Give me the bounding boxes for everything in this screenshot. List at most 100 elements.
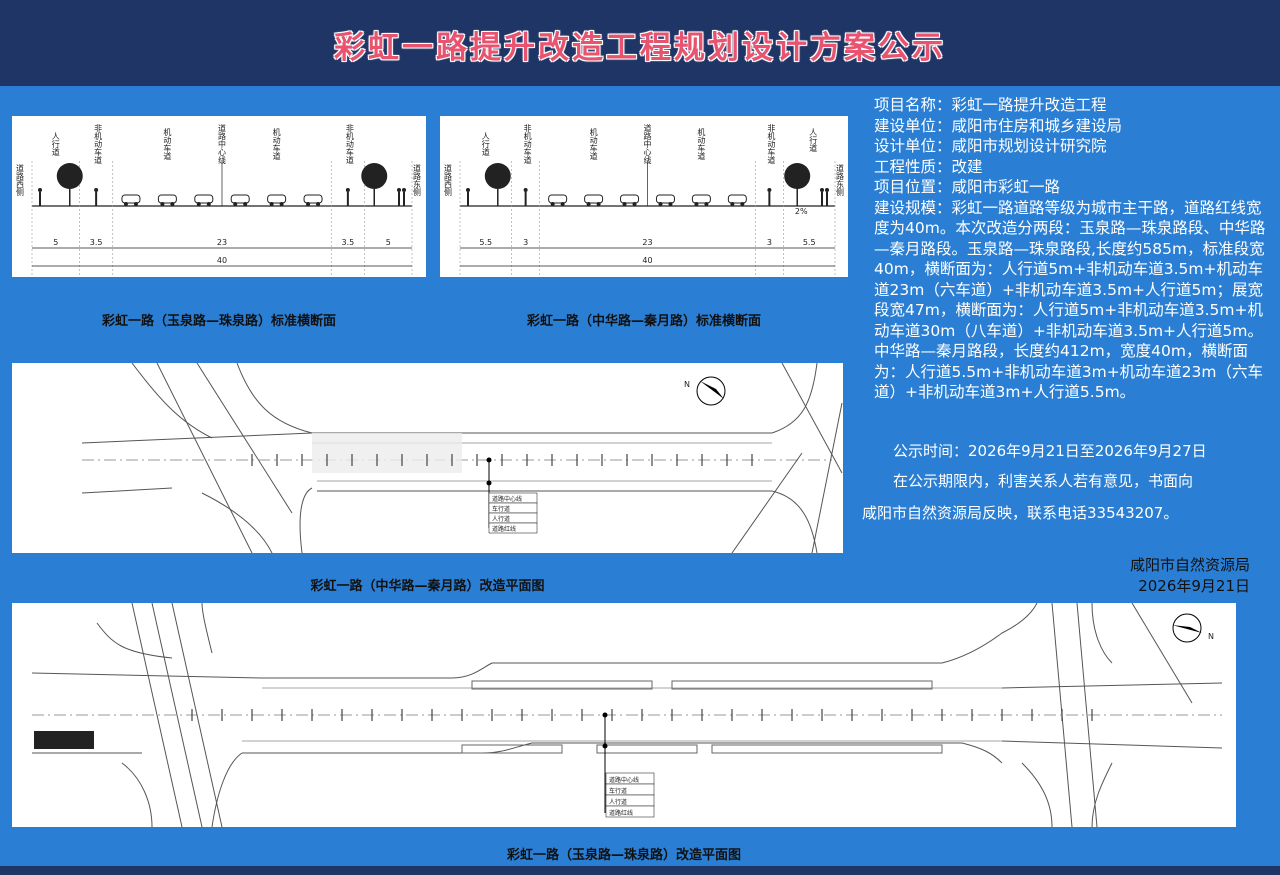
tree-icon [56, 163, 83, 189]
plan-2-panel: 道路中心线车行道人行道道路红线 N [12, 603, 1236, 827]
svg-text:N: N [684, 380, 690, 389]
road-centerline-label: 道路中心线 [218, 123, 227, 164]
car-wheel [550, 202, 555, 206]
plan-1-caption: 彩虹一路（中华路—秦月路）改造平面图 [310, 579, 545, 594]
total-width-label: 40 [642, 256, 652, 265]
legend-label: 道路中心线 [492, 495, 522, 503]
car-wheel [123, 202, 128, 206]
legend-label: 道路中心线 [609, 776, 639, 784]
legend-row [488, 522, 538, 534]
signoff-org: 咸阳市自然资源局 [1129, 556, 1250, 574]
road-centerline-label: 道路中心线 [643, 123, 652, 164]
car-wheel [206, 202, 211, 206]
car-icon [727, 194, 747, 204]
car-icon [157, 194, 177, 204]
project-info: 项目名称：彩虹一路提升改造工程 建设单位：咸阳市住房和城乡建设局 设计单位：咸阳… [874, 95, 1266, 403]
legend-label: 人行道 [609, 798, 627, 806]
car-wheel [658, 202, 663, 206]
car-wheel [694, 202, 699, 206]
header-bar [0, 0, 1280, 86]
car-wheel [196, 202, 201, 206]
car-icon [548, 194, 568, 204]
dimension-label: 23 [217, 238, 227, 247]
cross-section-2-caption: 彩虹一路（中华路—秦月路）标准横断面 [526, 314, 761, 329]
page-title: 彩虹一路提升改造工程规划设计方案公示 [334, 30, 946, 66]
dimension-label: 23 [642, 238, 652, 247]
car-wheel [133, 202, 138, 206]
person-icon [397, 188, 401, 192]
sidewalk-label: 人行道 [51, 132, 60, 157]
nonmotor-lane-right-label: 非机动车道 [345, 123, 354, 165]
slope-label: 2% [795, 207, 808, 216]
project-location: 项目位置：咸阳市彩虹一路 [874, 178, 1061, 196]
car-icon [691, 194, 711, 204]
signoff: 咸阳市自然资源局 2026年9月21日 [1130, 555, 1250, 597]
dimension-label: 5.5 [803, 238, 816, 247]
total-width-label: 40 [217, 256, 227, 265]
person-icon [94, 188, 99, 192]
construction-scale: 建设规模：彩虹一路道路等级为城市主干路，道路红线宽度为40m。本次改造分两段：玉… [874, 198, 1266, 402]
car-wheel [269, 202, 274, 206]
legend-label: 道路红线 [492, 525, 516, 533]
sidewalk-left-label: 人行道 [481, 132, 490, 157]
project-nature: 工程性质：改建 [874, 157, 983, 176]
dimension-label: 5.5 [479, 238, 492, 247]
builder: 建设单位：咸阳市住房和城乡建设局 [874, 116, 1123, 135]
person-icon [38, 188, 42, 192]
signoff-date: 2026年9月21日 [1138, 577, 1250, 595]
motor-lane-left-label: 机动车道 [589, 127, 598, 161]
nonmotor-lane-left-label: 非机动车道 [523, 123, 532, 165]
car-wheel [730, 202, 735, 206]
road-east-label: 道路东侧 [836, 163, 845, 197]
person-icon [820, 188, 824, 192]
dimension-label: 3.5 [90, 238, 103, 247]
car-icon [584, 194, 604, 204]
car-wheel [170, 202, 175, 206]
motor-lane-right-label: 机动车道 [272, 127, 281, 161]
car-wheel [596, 202, 601, 206]
person-icon [466, 188, 470, 192]
car-wheel [668, 202, 673, 206]
plan-1-panel: 道路中心线车行道人行道道路红线 N [12, 363, 843, 553]
car-icon [230, 194, 250, 204]
car-icon [194, 194, 214, 204]
car-icon [303, 194, 323, 204]
person-icon [825, 188, 829, 192]
legend-row [605, 805, 655, 818]
motor-lane-left-label: 机动车道 [163, 127, 172, 161]
legend-label: 车行道 [609, 787, 627, 795]
car-icon [267, 194, 287, 204]
tree-icon [784, 163, 811, 189]
project-name: 项目名称：彩虹一路提升改造工程 [874, 96, 1107, 114]
svg-text:N: N [1208, 632, 1214, 641]
legend-label: 车行道 [492, 505, 510, 513]
dimension-label: 5 [53, 238, 58, 247]
notice-period: 公示时间：2026年9月21日至2026年9月27日 [893, 442, 1207, 460]
car-wheel [704, 202, 709, 206]
car-wheel [306, 202, 311, 206]
cross-section-1-caption: 彩虹一路（玉泉路—珠泉路）标准横断面 [101, 314, 336, 329]
person-icon [402, 188, 406, 192]
road-west-label: 道路西侧 [444, 163, 453, 197]
car-wheel [740, 202, 745, 206]
legend-label: 人行道 [492, 515, 510, 523]
plan-2-caption: 彩虹一路（玉泉路—珠泉路）改造平面图 [506, 848, 741, 863]
designer: 设计单位：咸阳市规划设计研究院 [874, 137, 1107, 155]
car-wheel [243, 202, 248, 206]
person-icon [523, 188, 528, 192]
car-icon [620, 194, 640, 204]
car-icon [655, 194, 675, 204]
car-icon [121, 194, 141, 204]
person-icon [767, 188, 772, 192]
motor-lane-right-label: 机动车道 [697, 127, 706, 161]
car-wheel [560, 202, 565, 206]
dimension-label: 3 [523, 238, 528, 247]
road-east-label: 道路东侧 [413, 163, 422, 197]
car-wheel [586, 202, 591, 206]
dimension-label: 5 [386, 238, 391, 247]
